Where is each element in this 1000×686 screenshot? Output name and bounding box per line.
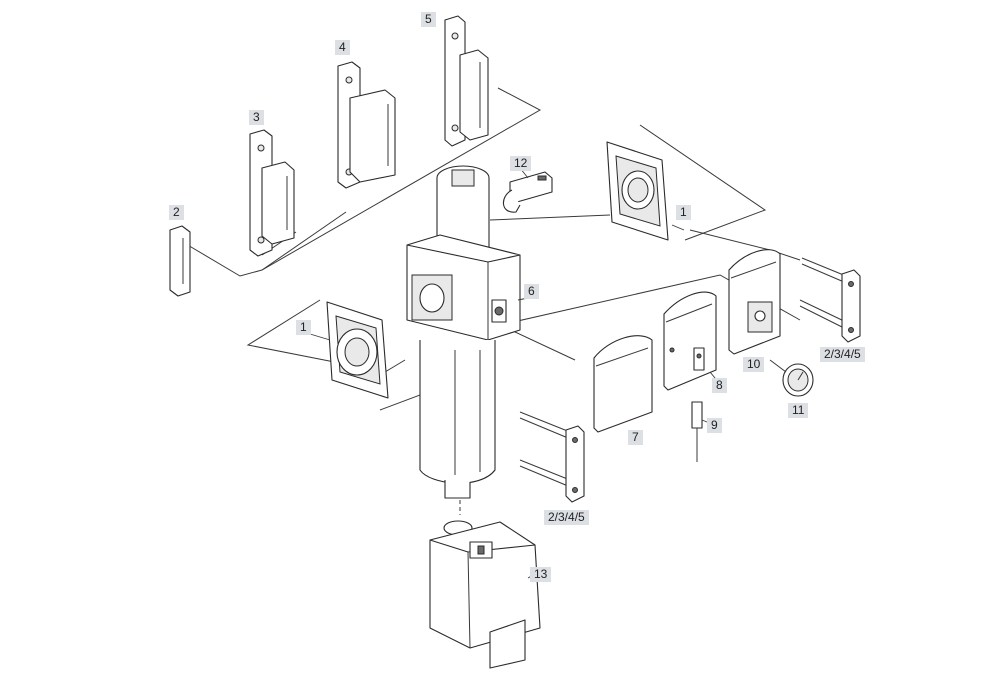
- tie-rod-kit-right: [799, 257, 861, 343]
- callout-3: 3: [249, 110, 264, 125]
- callout-7: 7: [628, 430, 643, 445]
- callout-4: 4: [335, 40, 350, 55]
- part-3-mounting-bracket: [249, 129, 295, 257]
- part-7-cover: [593, 335, 653, 433]
- part-1-port-flange-left: [326, 301, 389, 399]
- callout-kit-right: 2/3/4/5: [820, 347, 865, 362]
- callout-13: 13: [530, 567, 552, 582]
- callout-12: 12: [510, 156, 532, 171]
- part-2-bracket-bar: [169, 225, 191, 297]
- tie-rod-kit-bottom: [519, 411, 585, 503]
- callout-9: 9: [707, 418, 722, 433]
- callout-2: 2: [169, 205, 184, 220]
- part-12-padlock: [502, 171, 553, 213]
- callout-11: 11: [788, 403, 809, 418]
- callout-10: 10: [743, 357, 765, 372]
- part-5-mounting-bracket: [444, 15, 489, 147]
- callout-1-left: 1: [296, 320, 311, 335]
- part-11-pressure-gauge: [769, 359, 814, 397]
- part-10-front-plate: [728, 249, 781, 355]
- callout-5: 5: [421, 12, 436, 27]
- assembly-lines: [185, 87, 801, 515]
- callout-8: 8: [712, 378, 727, 393]
- part-8-front-plate: [663, 291, 717, 391]
- callout-6: 6: [524, 284, 539, 299]
- part-13-condensate-drain: [429, 520, 541, 669]
- callout-kit-bottom: 2/3/4/5: [544, 510, 589, 525]
- part-1-port-flange-right: [606, 141, 669, 241]
- callout-1-right: 1: [676, 205, 691, 220]
- part-9-sensor: [691, 401, 703, 462]
- part-4-mounting-bracket: [337, 61, 396, 189]
- part-6-filter-regulator: [406, 165, 521, 499]
